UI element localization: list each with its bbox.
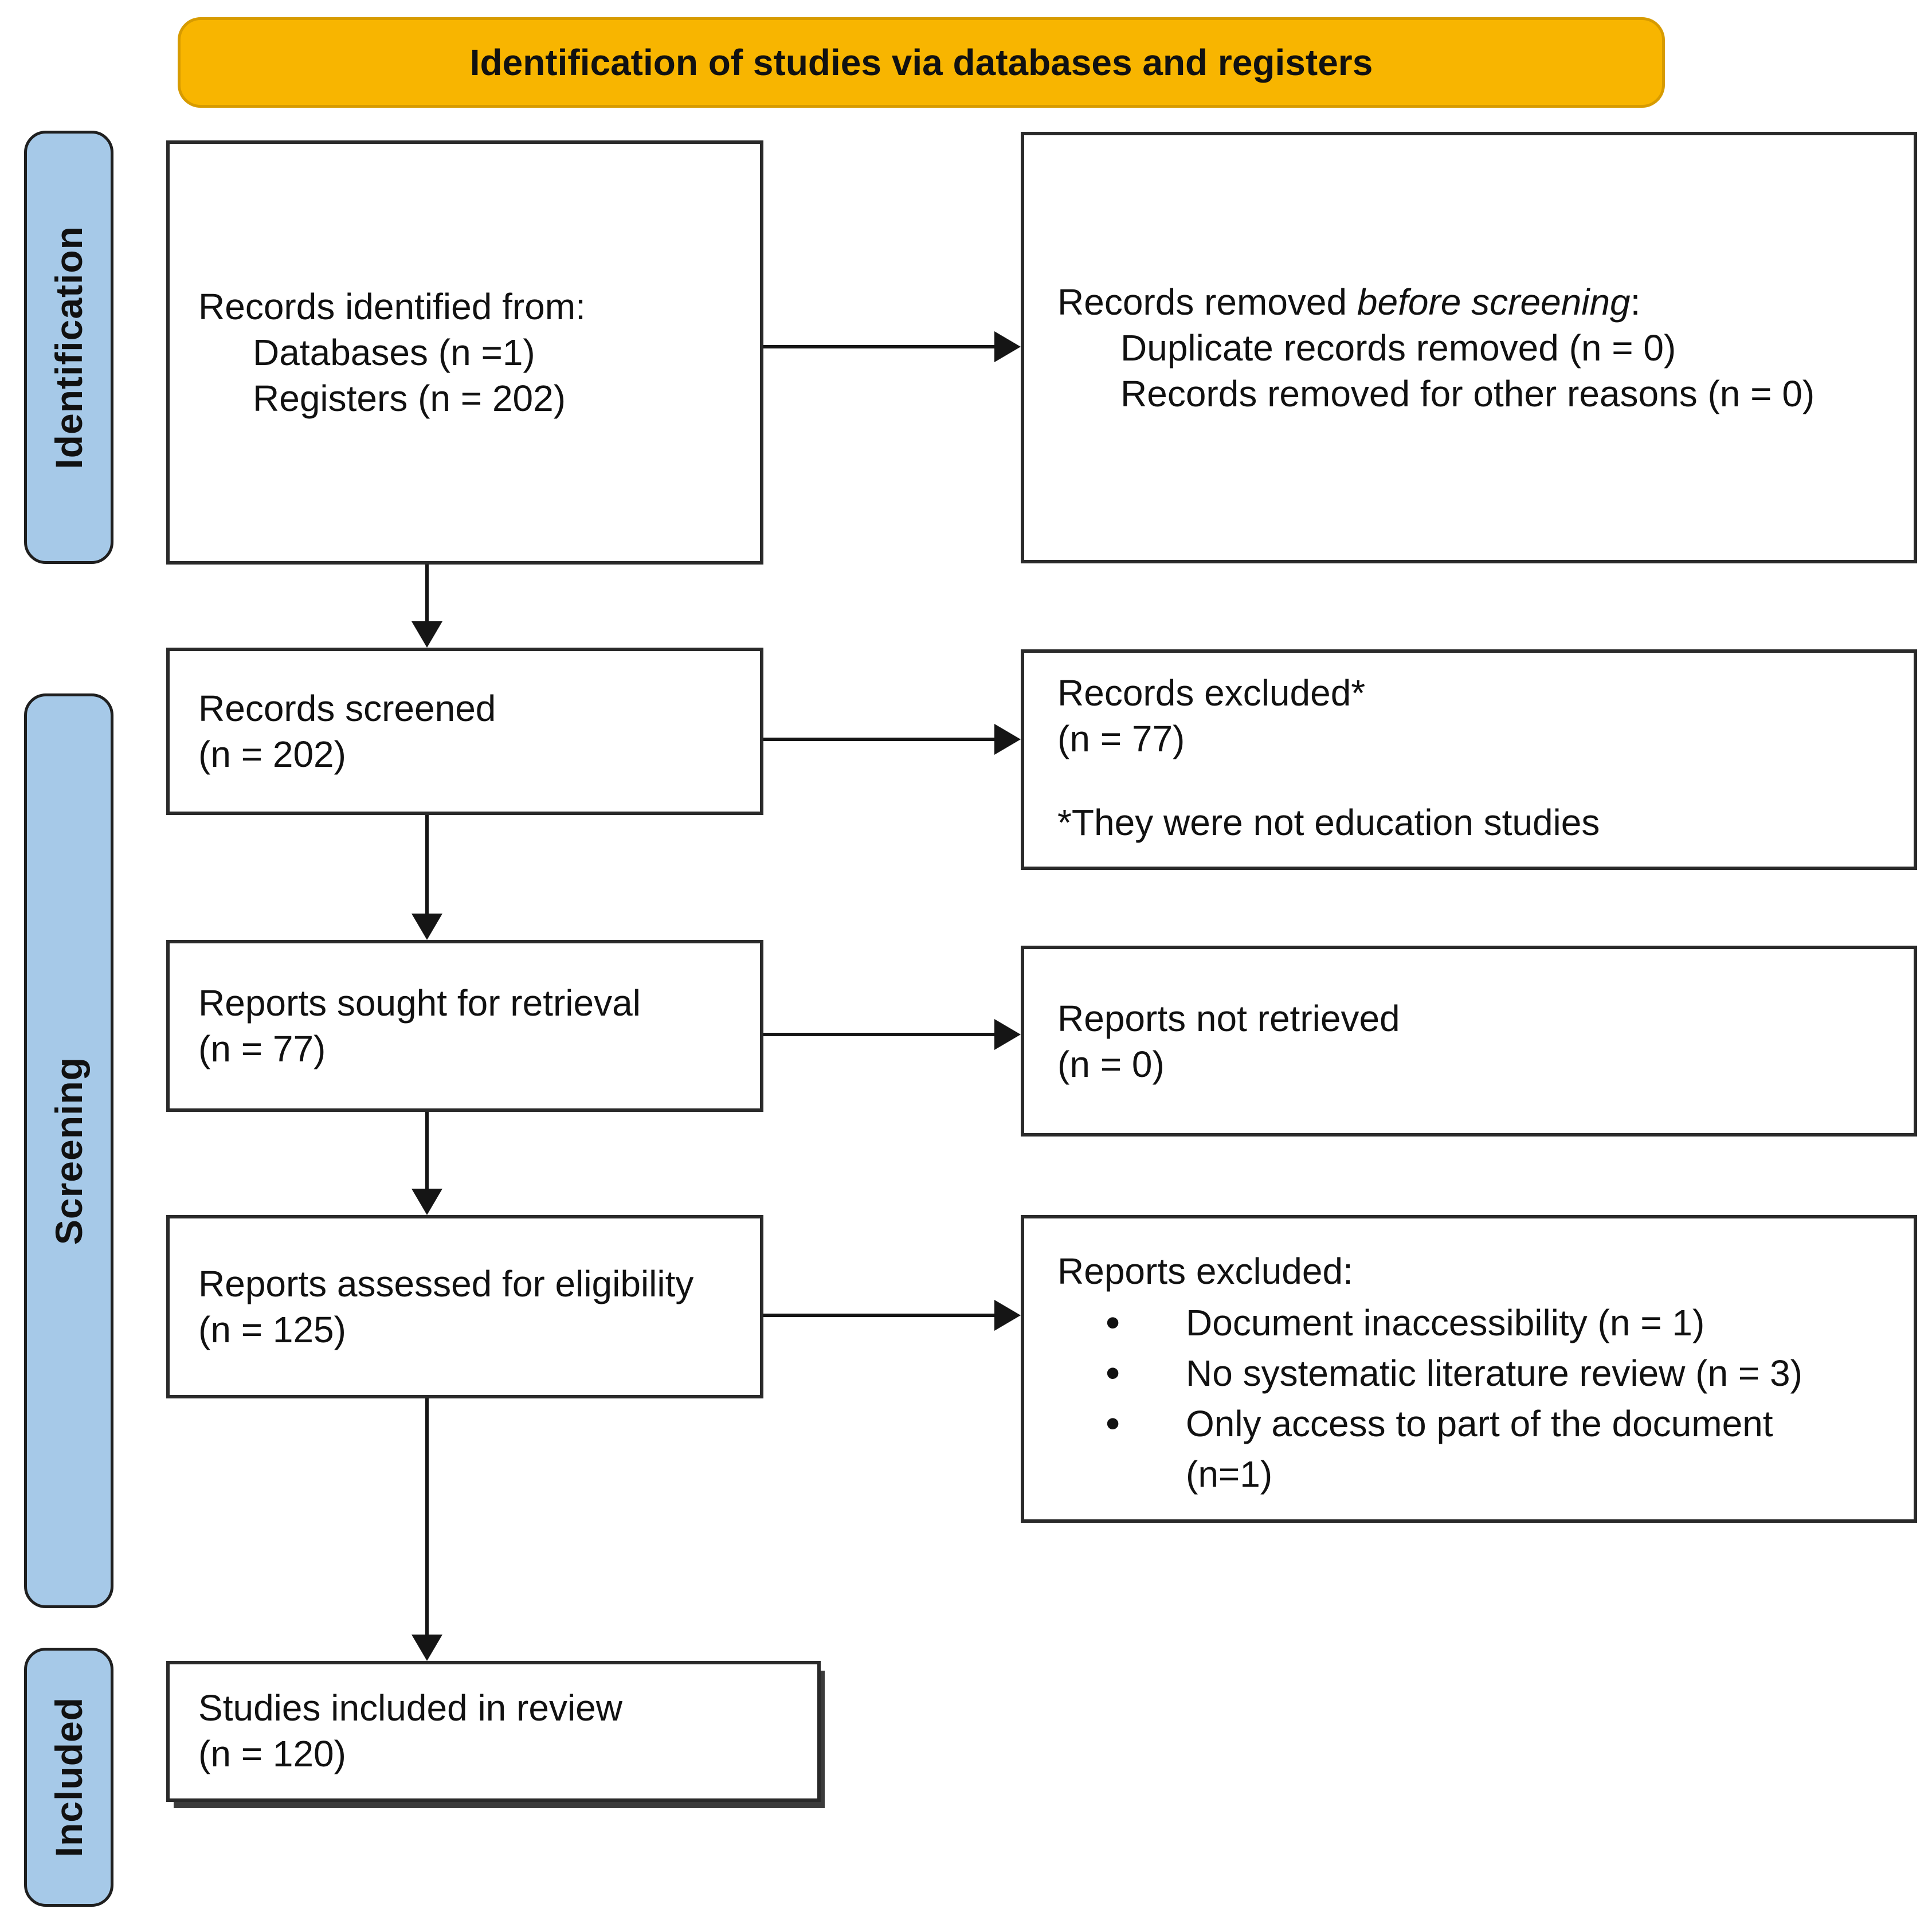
reports-not-retrieved-line: Reports not retrieved (1057, 997, 1400, 1039)
reports-not-retrieved-count: (n = 0) (1057, 1043, 1165, 1085)
records-screened-line: Records screened (198, 688, 496, 729)
arrowhead-sought-to-not-retrieved (994, 1019, 1021, 1050)
box-records-removed: Records removed before screening: Duplic… (1021, 132, 1917, 563)
arrow-sought-to-not-retrieved (763, 1033, 994, 1036)
arrow-sought-to-assessed (425, 1112, 429, 1189)
records-removed-post: : (1630, 281, 1641, 323)
duplicate-records-removed: Duplicate records removed (n = 0) (1120, 327, 1676, 369)
stage-label-identification: Identification (48, 225, 90, 469)
reports-excluded-list: Document inaccessibility (n = 1) No syst… (1057, 1298, 1893, 1499)
reports-assessed-count: (n = 125) (198, 1309, 346, 1350)
arrow-screened-to-excluded (763, 738, 994, 741)
records-screened-count: (n = 202) (198, 734, 346, 775)
records-removed-italic: before screening (1357, 281, 1631, 323)
records-excluded-footnote: *They were not education studies (1057, 802, 1600, 843)
box-reports-assessed: Reports assessed for eligibility (n = 12… (166, 1215, 763, 1398)
header-title: Identification of studies via databases … (469, 42, 1373, 83)
header-banner: Identification of studies via databases … (178, 17, 1665, 108)
box-reports-not-retrieved: Reports not retrieved (n = 0) (1021, 946, 1917, 1137)
arrowhead-identified-to-screened (412, 621, 442, 648)
stage-label-included: Included (48, 1697, 90, 1857)
reports-sought-count: (n = 77) (198, 1028, 326, 1069)
reports-assessed-line: Reports assessed for eligibility (198, 1263, 694, 1304)
records-identified-line: Records identified from: (198, 286, 586, 327)
records-removed-pre: Records removed (1057, 281, 1357, 323)
arrowhead-identified-to-removed (994, 331, 1021, 362)
reports-sought-line: Reports sought for retrieval (198, 982, 641, 1024)
records-identified-registers: Registers (n = 202) (253, 378, 566, 419)
arrowhead-assessed-to-excluded (994, 1300, 1021, 1331)
stage-band-screening: Screening (24, 693, 113, 1608)
box-records-screened: Records screened (n = 202) (166, 648, 763, 815)
arrow-screened-to-sought (425, 815, 429, 914)
box-reports-sought: Reports sought for retrieval (n = 77) (166, 940, 763, 1112)
studies-included-line: Studies included in review (198, 1687, 622, 1729)
records-excluded-line: Records excluded* (1057, 672, 1366, 714)
stage-band-included: Included (24, 1648, 113, 1907)
arrowhead-assessed-to-included (412, 1635, 442, 1661)
arrow-identified-to-screened (425, 565, 429, 621)
arrow-assessed-to-included (425, 1398, 429, 1635)
stage-band-identification: Identification (24, 131, 113, 564)
arrow-assessed-to-excluded (763, 1314, 994, 1317)
stage-label-screening: Screening (48, 1056, 90, 1245)
records-identified-databases: Databases (n =1) (253, 332, 535, 373)
reports-excluded-reason: Document inaccessibility (n = 1) (1106, 1298, 1893, 1348)
records-removed-line: Records removed before screening: (1057, 279, 1896, 325)
studies-included-count: (n = 120) (198, 1733, 346, 1774)
box-studies-included: Studies included in review (n = 120) (166, 1661, 821, 1802)
records-excluded-count: (n = 77) (1057, 718, 1185, 759)
reports-excluded-reason: No systematic literature review (n = 3) (1106, 1348, 1893, 1398)
box-records-excluded: Records excluded* (n = 77) *They were no… (1021, 649, 1917, 870)
arrow-identified-to-removed (763, 345, 994, 348)
arrowhead-screened-to-sought (412, 914, 442, 940)
box-records-identified: Records identified from: Databases (n =1… (166, 140, 763, 565)
arrowhead-screened-to-excluded (994, 724, 1021, 755)
records-removed-other-reasons: Records removed for other reasons (n = 0… (1120, 373, 1815, 414)
box-reports-excluded: Reports excluded: Document inaccessibili… (1021, 1215, 1917, 1523)
reports-excluded-title: Reports excluded: (1057, 1251, 1353, 1292)
reports-excluded-reason: Only access to part of the document (n=1… (1106, 1398, 1893, 1499)
arrowhead-sought-to-assessed (412, 1189, 442, 1215)
